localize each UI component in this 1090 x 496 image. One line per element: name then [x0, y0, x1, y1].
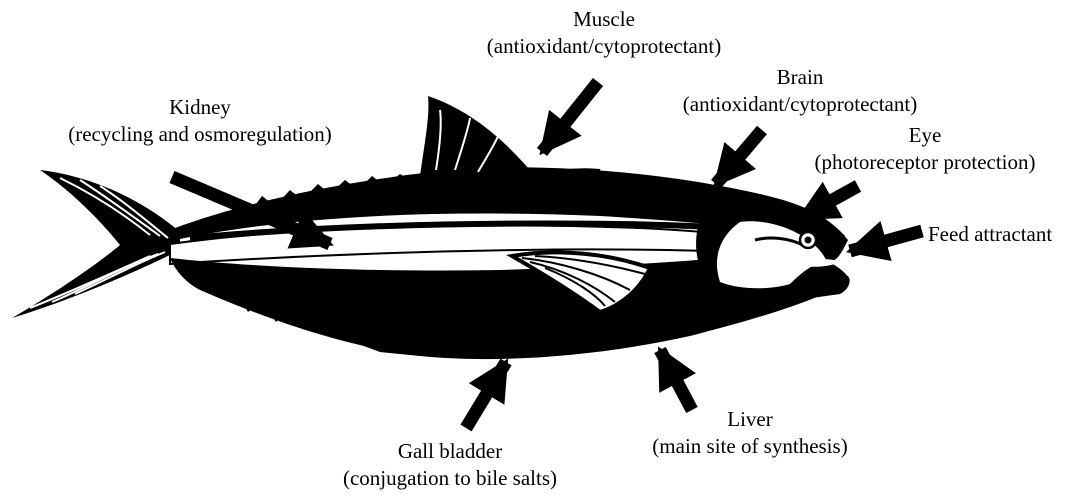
kidney-name: Kidney: [30, 94, 370, 121]
brain-label: Brain (antioxidant/cytoprotectant): [640, 64, 960, 118]
brain-name: Brain: [640, 64, 960, 91]
eye-arrow: [800, 186, 858, 218]
liver-label: Liver (main site of synthesis): [610, 406, 890, 460]
kidney-label: Kidney (recycling and osmoregulation): [30, 94, 370, 148]
brain-arrow: [716, 130, 762, 184]
gall-bladder-role: (conjugation to bile salts): [305, 465, 595, 492]
feed-attractant-name: Feed attractant: [928, 221, 1090, 248]
muscle-arrow: [542, 82, 598, 152]
tail-fin: [12, 170, 180, 318]
feed-attractant-label: Feed attractant: [928, 221, 1090, 248]
feed-arrow: [850, 231, 922, 251]
gall-bladder-arrow: [466, 362, 506, 428]
liver-name: Liver: [610, 406, 890, 433]
eye-role: (photoreceptor protection): [784, 149, 1066, 176]
gall-bladder-label: Gall bladder (conjugation to bile salts): [305, 438, 595, 492]
kidney-role: (recycling and osmoregulation): [30, 121, 370, 148]
liver-role: (main site of synthesis): [610, 433, 890, 460]
brain-role: (antioxidant/cytoprotectant): [640, 91, 960, 118]
liver-arrow: [660, 350, 692, 410]
muscle-name: Muscle: [444, 6, 764, 33]
muscle-label: Muscle (antioxidant/cytoprotectant): [444, 6, 764, 60]
eye-name: Eye: [784, 122, 1066, 149]
gall-bladder-name: Gall bladder: [305, 438, 595, 465]
fish-eye: [800, 232, 816, 248]
muscle-role: (antioxidant/cytoprotectant): [444, 33, 764, 60]
eye-label: Eye (photoreceptor protection): [784, 122, 1066, 176]
